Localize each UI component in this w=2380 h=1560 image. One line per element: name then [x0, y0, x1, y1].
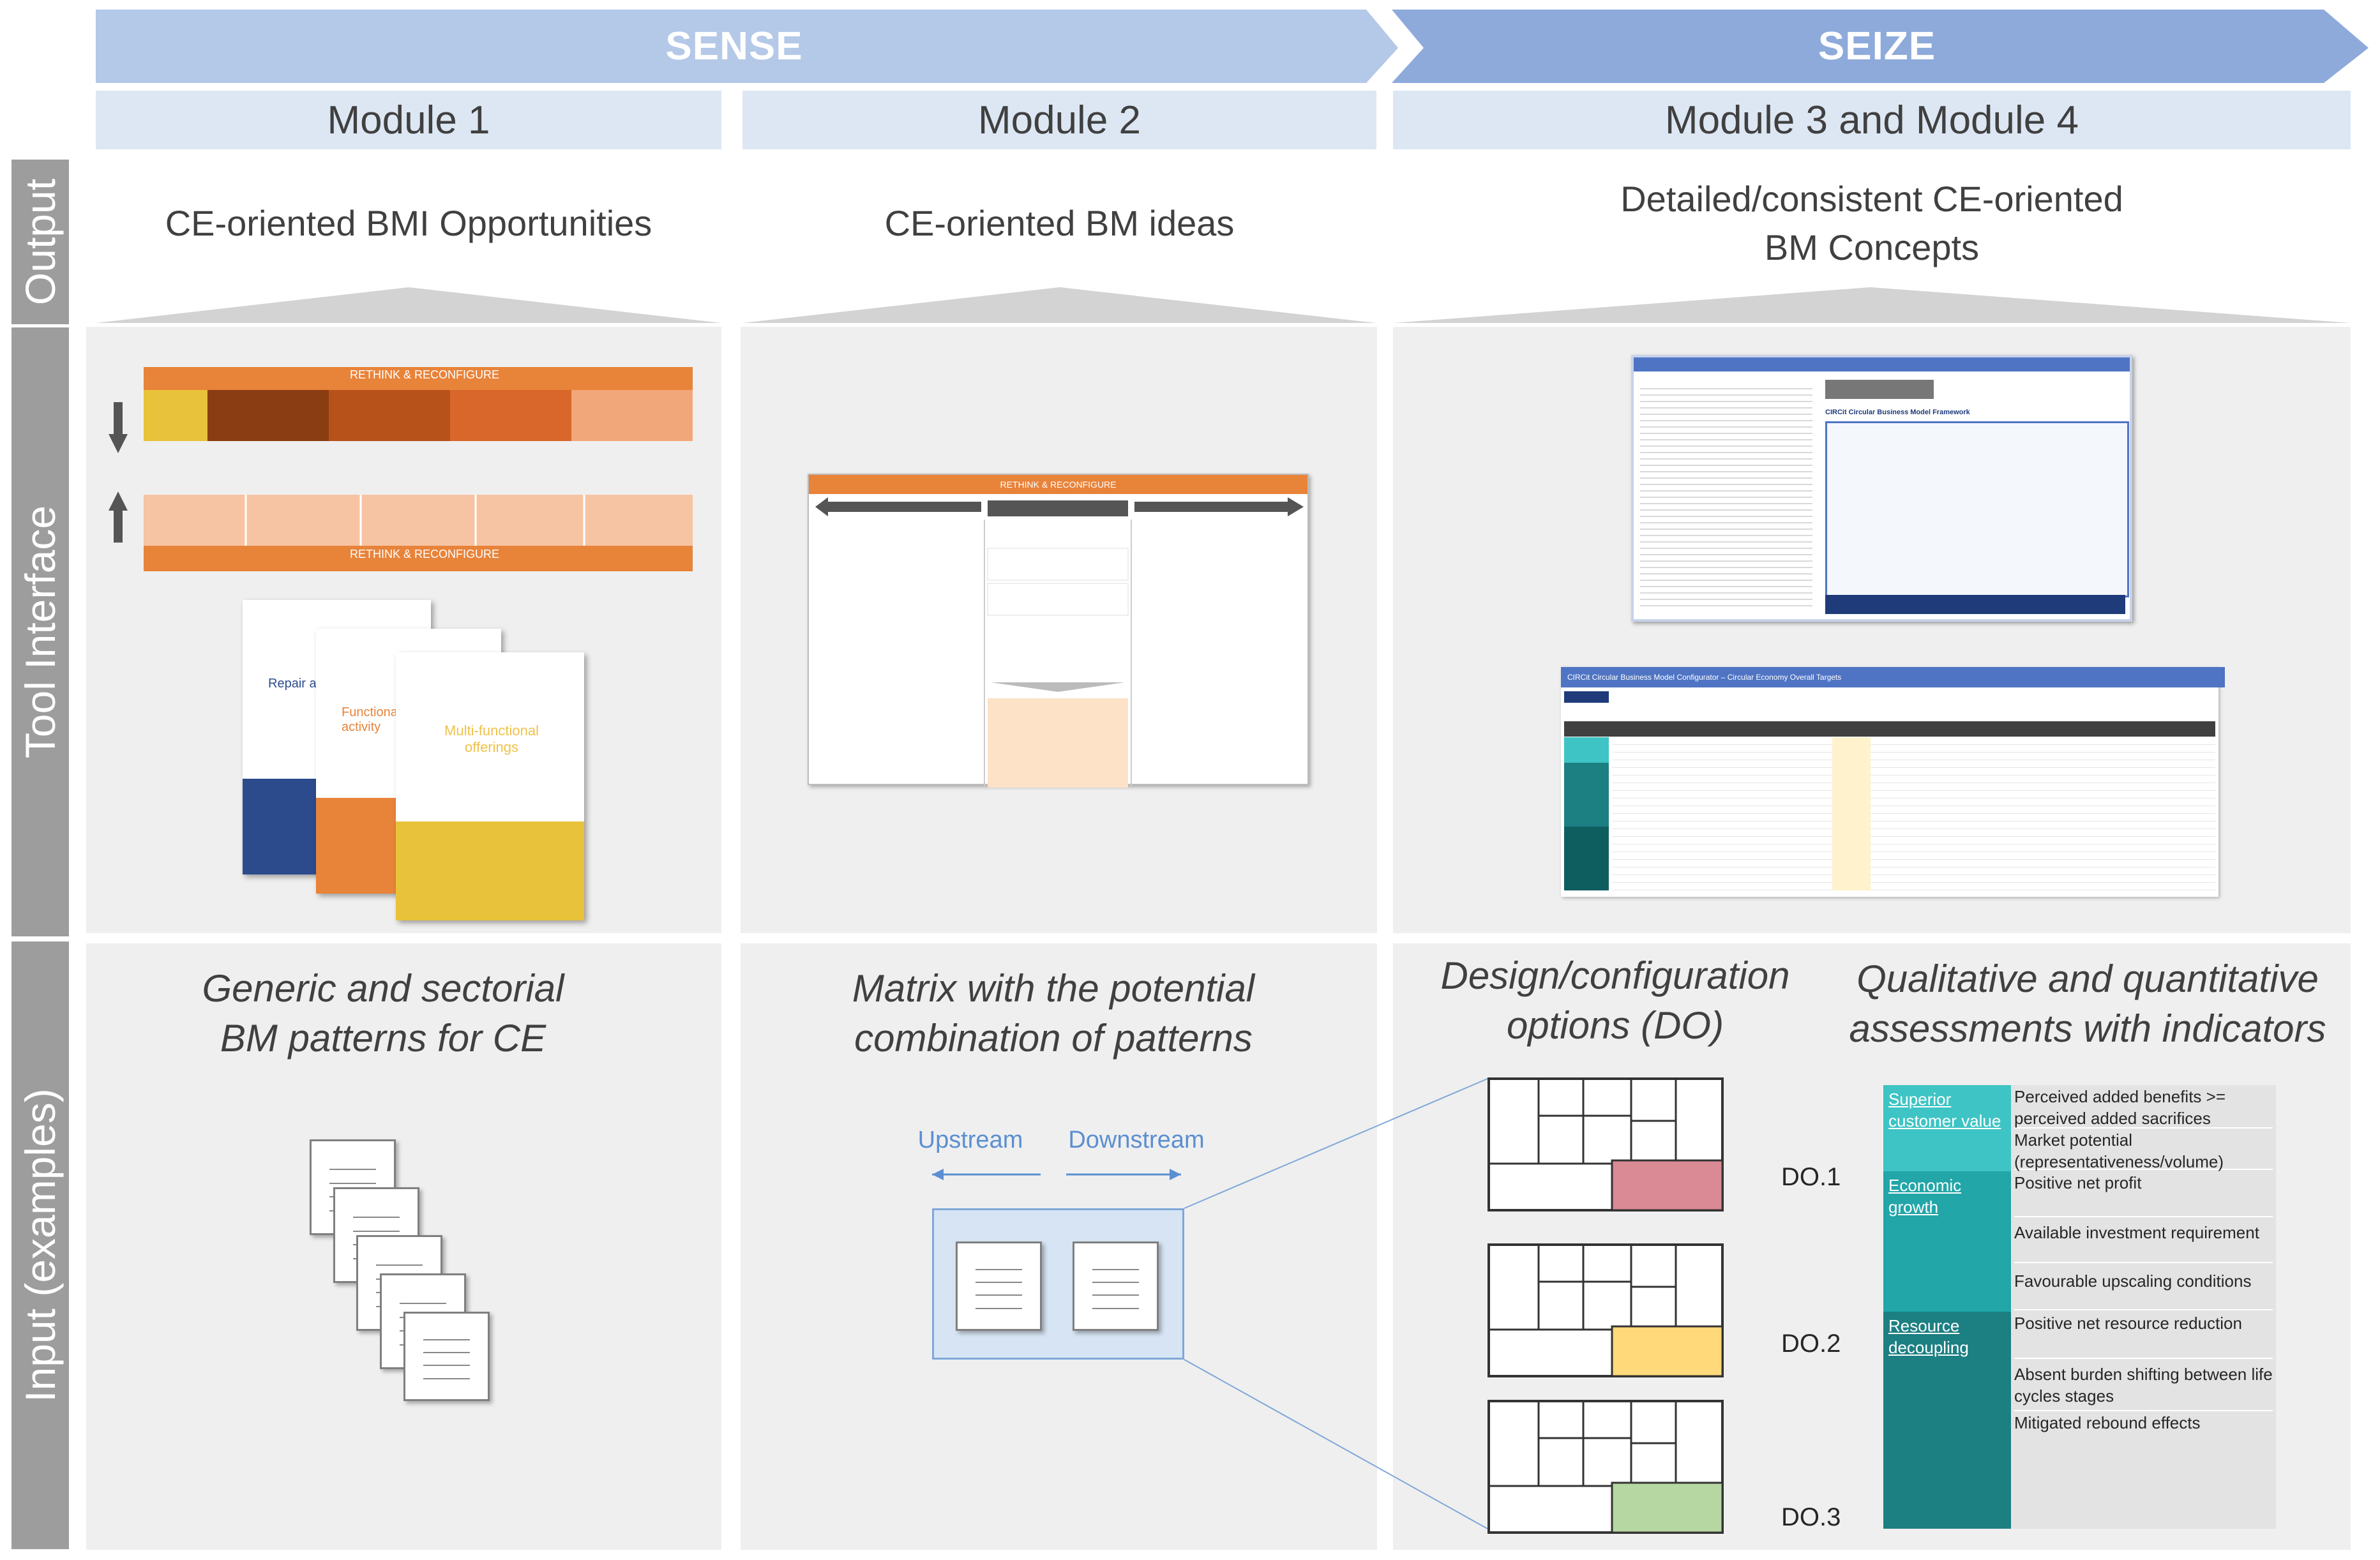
- input-m4-text: Qualitative and quantitative assessments…: [1849, 957, 2326, 1050]
- seize-arrow: [1392, 10, 2369, 83]
- indicator-item: Absent burden shifting between life cycl…: [2014, 1360, 2273, 1411]
- downstream-document: [1073, 1241, 1159, 1331]
- module-2-header: Module 2: [742, 91, 1376, 149]
- indicator-category-resource-decoupling: Resource decoupling: [1883, 1312, 2011, 1529]
- do-1-label: DO.1: [1781, 1163, 1841, 1191]
- upstream-document: [956, 1241, 1042, 1331]
- indicator-item: Perceived added benefits >= perceived ad…: [2014, 1086, 2273, 1129]
- design-option-2: [1488, 1243, 1724, 1377]
- pattern-card-3: Multi-functional offerings: [396, 652, 584, 920]
- bmi-opportunities-matrix: [144, 367, 693, 578]
- input-m3-text: Design/configuration options (DO): [1440, 954, 1790, 1047]
- indicator-item: Available investment requirement: [2014, 1219, 2273, 1263]
- design-option-3: [1488, 1400, 1724, 1534]
- sense-label: SENSE: [665, 24, 803, 68]
- indicator-item: Favourable upscaling conditions: [2014, 1264, 2273, 1310]
- module-1-header: Module 1: [96, 91, 721, 149]
- ce-targets-table-screenshot: CIRCit Circular Business Model Configura…: [1561, 667, 2225, 897]
- input-m1-text: Generic and sectorial BM patterns for CE: [202, 967, 564, 1060]
- indicator-item: Mitigated rebound effects: [2014, 1413, 2201, 1432]
- output-m2: CE-oriented BM ideas: [884, 203, 1235, 244]
- pattern-document-5: [403, 1312, 490, 1401]
- design-option-1: [1488, 1077, 1724, 1211]
- output-m34: Detailed/consistent CE-oriented BM Conce…: [1620, 179, 2123, 267]
- matrix-side-arrows: [109, 402, 128, 543]
- indicator-category-customer-value: Superior customer value: [1883, 1085, 2011, 1171]
- output-m1: CE-oriented BMI Opportunities: [165, 203, 652, 244]
- bm-framework-screenshot: CIRCit Circular Business Model Framework: [1631, 355, 2132, 622]
- module-34-header: Module 3 and Module 4: [1393, 91, 2351, 149]
- do-2-label: DO.2: [1781, 1330, 1841, 1358]
- flow-arrows: [932, 1169, 1181, 1180]
- indicator-item: Positive net profit: [2014, 1173, 2273, 1217]
- indicator-category-economic-growth: Economic growth: [1883, 1171, 2011, 1312]
- downstream-label: Downstream: [1068, 1127, 1205, 1153]
- indicator-item: Positive net resource reduction: [2014, 1313, 2273, 1359]
- row-label-tool-interface: Tool Interface: [11, 327, 69, 936]
- sense-arrow: [96, 10, 1398, 83]
- rethink-label-top: RETHINK & RECONFIGURE: [349, 368, 500, 381]
- phase-arrows: [96, 10, 2369, 83]
- do-3-label: DO.3: [1781, 1503, 1841, 1531]
- indicators-table: Superior customer value Economic growth …: [1883, 1085, 2276, 1529]
- indicator-item: Market potential (representativeness/vol…: [2014, 1130, 2273, 1171]
- upstream-label: Upstream: [917, 1127, 1023, 1153]
- seize-label: SEIZE: [1818, 24, 1936, 68]
- output-roofs: [96, 287, 2351, 323]
- rethink-label-bottom: RETHINK & RECONFIGURE: [349, 548, 500, 560]
- input-m2-text: Matrix with the potential combination of…: [852, 967, 1255, 1060]
- bm-idea-template: RETHINK & RECONFIGURE: [808, 474, 1309, 788]
- row-label-input: Input (examples): [11, 941, 69, 1549]
- row-label-output: Output: [11, 160, 69, 324]
